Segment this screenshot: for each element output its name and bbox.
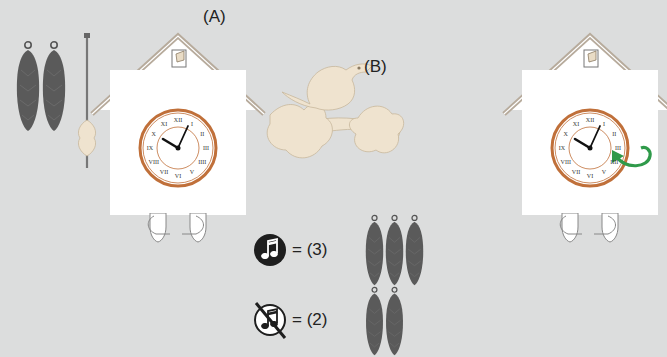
- dial-numeral: III: [615, 145, 621, 151]
- dial-numeral: V: [190, 169, 194, 175]
- dial-numeral: VII: [160, 169, 168, 175]
- dial-numeral: X: [152, 131, 156, 137]
- callout-label: (B): [364, 58, 387, 75]
- dial-numeral: VI: [175, 173, 181, 179]
- dial-numeral: II: [200, 131, 204, 137]
- dial-numeral: X: [564, 131, 568, 137]
- dial-numeral: IIII: [198, 159, 206, 165]
- count-label: = (2): [292, 311, 327, 328]
- dial-numeral: III: [203, 145, 209, 151]
- dial-numeral: XI: [573, 121, 579, 127]
- callout-label: (A): [203, 8, 226, 25]
- dial-numeral: VIII: [561, 159, 571, 165]
- dial-numeral: II: [612, 131, 616, 137]
- dial-numeral: VIII: [149, 159, 159, 165]
- dial-numeral: V: [602, 169, 606, 175]
- dial-numeral: XII: [174, 117, 182, 123]
- dial-numeral: XII: [586, 117, 594, 123]
- dial-numeral: VII: [572, 169, 580, 175]
- dial-numeral: VI: [587, 173, 593, 179]
- dial-numeral: I: [191, 121, 193, 127]
- count-label: = (3): [292, 241, 327, 258]
- dial-numeral: XI: [161, 121, 167, 127]
- dial-numeral: IIII: [610, 159, 618, 165]
- dial-numeral: I: [603, 121, 605, 127]
- dial-numeral: IX: [147, 145, 153, 151]
- dial-numeral: IX: [559, 145, 565, 151]
